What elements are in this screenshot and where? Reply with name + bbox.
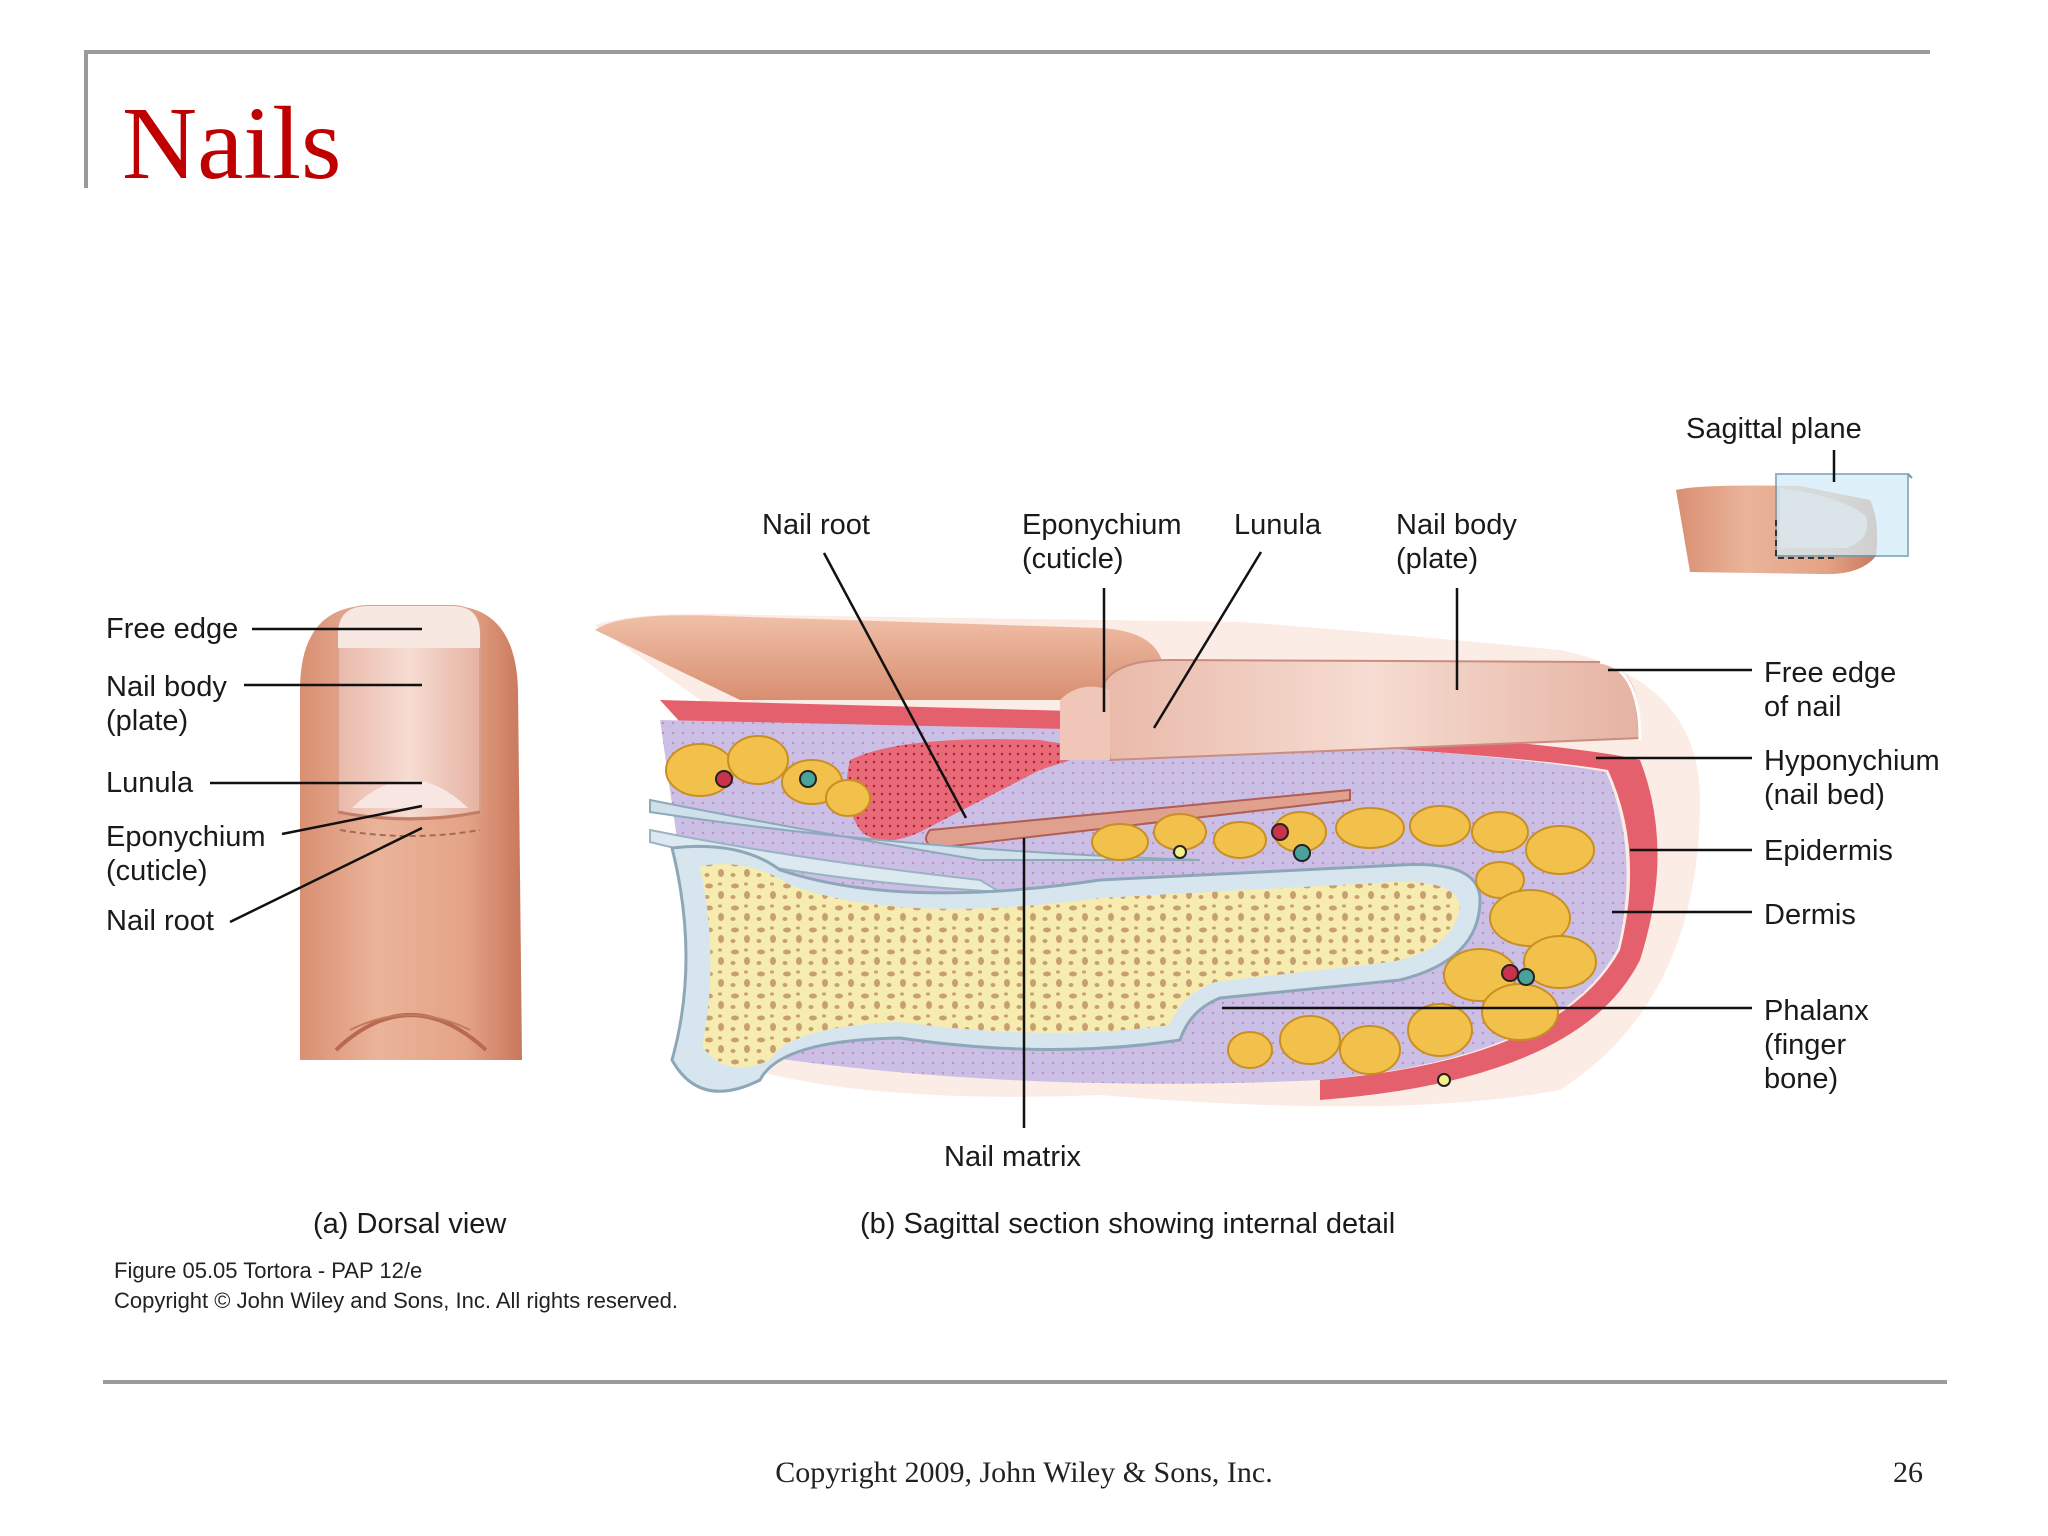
label-sagittal-nail-body: Nail body (plate) [1396, 509, 1517, 575]
slide-title: Nails [122, 86, 342, 201]
caption-dorsal-view: (a) Dorsal view [313, 1208, 507, 1240]
label-sagittal-eponychium: Eponychium (cuticle) [1022, 509, 1182, 575]
label-nail-root: Nail root [106, 905, 214, 937]
sagittal-section-illustration [595, 613, 1700, 1107]
label-sagittal-lunula: Lunula [1234, 509, 1322, 541]
label-sagittal-plane: Sagittal plane [1686, 413, 1862, 445]
slide-page-number: 26 [1893, 1456, 1923, 1489]
label-phalanx: Phalanx (finger bone) [1764, 995, 1869, 1095]
caption-sagittal-section: (b) Sagittal section showing internal de… [860, 1208, 1396, 1240]
label-nail-matrix: Nail matrix [944, 1141, 1081, 1173]
label-epidermis: Epidermis [1764, 835, 1893, 867]
slide-frame-top [84, 50, 1930, 54]
figure-credit-line2: Copyright © John Wiley and Sons, Inc. Al… [114, 1288, 679, 1313]
label-sagittal-nail-root: Nail root [762, 509, 870, 541]
slide-frame-bottom [103, 1380, 1947, 1384]
sagittal-leader-lines [822, 450, 1836, 1128]
figure-credit-line1: Figure 05.05 Tortora - PAP 12/e [114, 1258, 423, 1283]
label-dermis: Dermis [1764, 899, 1856, 931]
dorsal-leader-lines [210, 627, 423, 924]
slide-footer-copyright: Copyright 2009, John Wiley & Sons, Inc. [775, 1456, 1273, 1489]
label-free-edge: Free edge [106, 613, 239, 645]
label-free-edge-of-nail: Free edge of nail [1764, 657, 1897, 723]
sagittal-plane-inset [1676, 473, 1913, 575]
label-hyponychium: Hyponychium (nail bed) [1764, 745, 1940, 811]
slide-frame-left [84, 50, 88, 188]
label-lunula: Lunula [106, 767, 194, 799]
label-nail-body: Nail body (plate) [106, 671, 227, 737]
label-eponychium: Eponychium (cuticle) [106, 821, 266, 887]
